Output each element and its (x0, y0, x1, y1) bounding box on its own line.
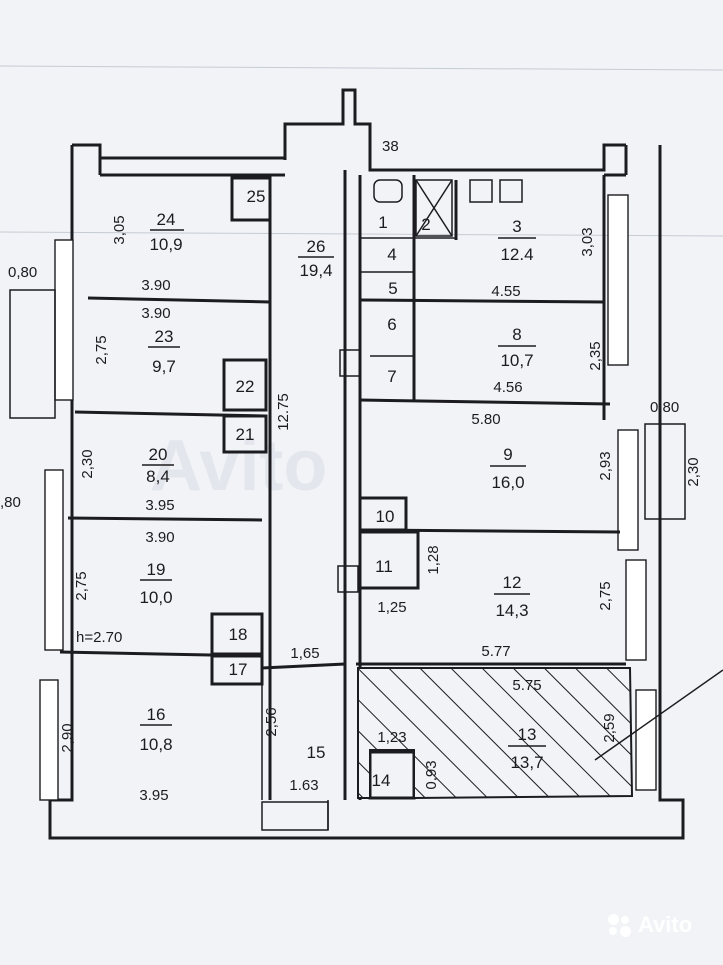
room-labels: 24 10,9 25 26 19,4 23 9,7 22 21 20 8,4 1… (139, 187, 546, 790)
room-18-number: 18 (229, 625, 248, 644)
dim-38: 38 (382, 138, 399, 155)
dim-height: h=2.70 (76, 629, 122, 646)
room-9-area: 16,0 (491, 473, 524, 492)
dim-2-30-right: 2,30 (685, 457, 702, 486)
dim-3-05: 3,05 (111, 215, 128, 244)
room-8-number: 8 (512, 325, 521, 344)
dim-3-95-mid: 3.95 (145, 497, 174, 514)
room-16-number: 16 (147, 705, 166, 724)
right-windows (607, 194, 686, 791)
room-12-number: 12 (503, 573, 522, 592)
dim-0-93: 0,93 (423, 760, 440, 789)
dim-2-90: 2,90 (59, 723, 76, 752)
dim-5-75: 5.75 (512, 677, 541, 694)
dimension-labels: 38 3,05 0,80 3.90 3.90 2,75 2,30 3.95 ,8… (0, 138, 702, 804)
room-6-number: 6 (387, 315, 396, 334)
room-26-number: 26 (307, 237, 326, 256)
dim-1-28: 1,28 (425, 545, 442, 574)
watermark-text: Avito (150, 426, 327, 506)
hatched-room-13 (357, 667, 634, 800)
corridor-walls (261, 124, 361, 830)
room-25-number: 25 (247, 187, 266, 206)
dim-0-80-right: 0,80 (650, 399, 679, 416)
room-15-number: 15 (307, 743, 326, 762)
room-20-area: 8,4 (146, 467, 170, 486)
left-partitions (59, 175, 329, 831)
room-20-number: 20 (149, 445, 168, 464)
room-26-area: 19,4 (299, 261, 332, 280)
room-17-number: 17 (229, 660, 248, 679)
dim-3-95-bottom: 3.95 (139, 787, 168, 804)
avito-logo-icon (606, 912, 632, 938)
dim-3-03: 3,03 (579, 227, 596, 256)
dim-2-75-upper: 2,75 (93, 335, 110, 364)
room-19-number: 19 (147, 560, 166, 579)
dim-2-56: 2,56 (263, 707, 280, 736)
left-windows (9, 239, 74, 801)
room-12-area: 14,3 (495, 601, 528, 620)
room-23-number: 23 (155, 327, 174, 346)
room-24-area: 10,9 (149, 235, 182, 254)
room-5-number: 5 (388, 279, 397, 298)
dim-12-75: 12.75 (275, 393, 292, 431)
avito-logo: Avito (606, 912, 692, 938)
room-14-number: 14 (372, 771, 391, 790)
leader-line (594, 669, 723, 761)
room-4-number: 4 (387, 245, 396, 264)
room-2-number: 2 (421, 215, 430, 234)
room-1-number: 1 (378, 213, 387, 232)
dim-5-80: 5.80 (471, 411, 500, 428)
avito-logo-text: Avito (638, 912, 693, 937)
dim-0-80-left: 0,80 (8, 264, 37, 281)
room-24-number: 24 (157, 210, 176, 229)
room-13-area: 13,7 (510, 753, 543, 772)
dim-1-25: 1,25 (377, 599, 406, 616)
dim-4-55: 4.55 (491, 283, 520, 300)
dim-1-23: 1,23 (377, 729, 406, 746)
dim-2-75-lower: 2,75 (73, 571, 90, 600)
dim-5-77: 5.77 (481, 643, 510, 660)
dim-2-30-left: 2,30 (79, 449, 96, 478)
room-22-number: 22 (236, 377, 255, 396)
dim-4-56: 4.56 (493, 379, 522, 396)
dim-80-left: ,80 (0, 494, 21, 511)
dim-3-90-mid: 3.90 (141, 305, 170, 322)
dim-2-59: 2,59 (601, 713, 618, 742)
room-21-number: 21 (236, 425, 255, 444)
room-23-area: 9,7 (152, 357, 176, 376)
room-3-area: 12.4 (500, 245, 533, 264)
room-9-number: 9 (503, 445, 512, 464)
outer-walls (48, 88, 685, 840)
room-13-number: 13 (518, 725, 537, 744)
dim-1-65: 1,65 (290, 645, 319, 662)
dim-1-63: 1.63 (289, 777, 318, 794)
room-3-number: 3 (512, 217, 521, 236)
room-10-number: 10 (376, 507, 395, 526)
room-19-area: 10,0 (139, 588, 172, 607)
dim-2-35: 2,35 (587, 341, 604, 370)
room-7-number: 7 (387, 367, 396, 386)
dim-2-93: 2,93 (597, 451, 614, 480)
dim-3-90-top: 3.90 (141, 277, 170, 294)
room-11-number: 11 (375, 557, 393, 576)
room-16-area: 10,8 (139, 735, 172, 754)
dim-3-90-lower: 3.90 (145, 529, 174, 546)
dim-2-75-right: 2,75 (597, 581, 614, 610)
room-8-area: 10,7 (500, 351, 533, 370)
